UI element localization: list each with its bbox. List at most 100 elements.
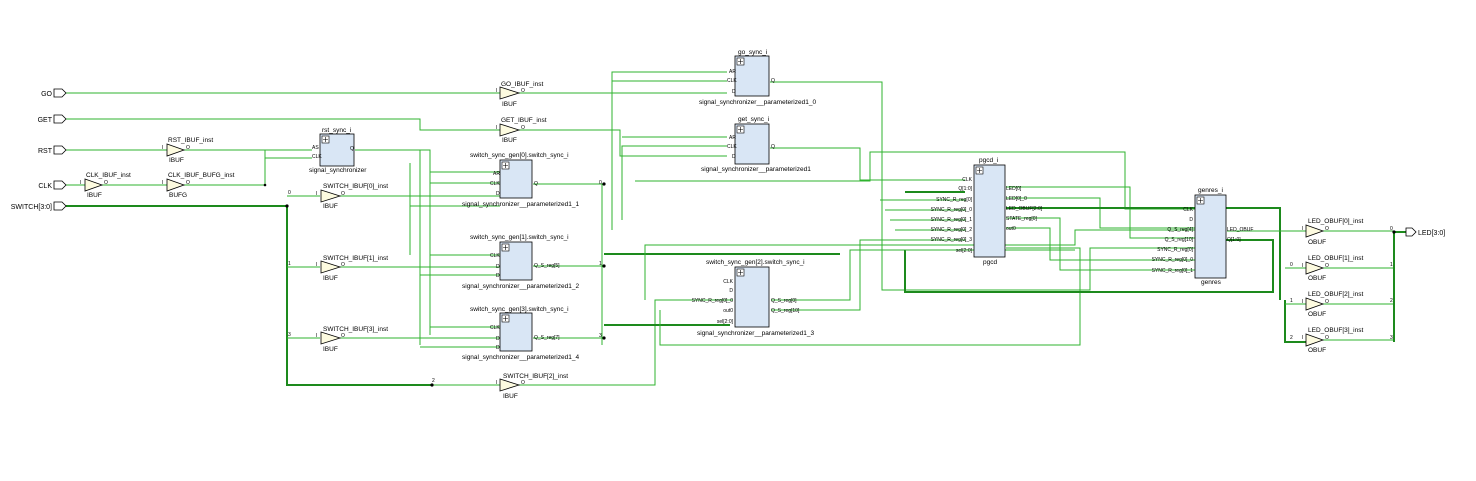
led1-obuf[interactable]: LED_OBUF[1]_inst OBUF xyxy=(1305,255,1363,282)
svg-text:O: O xyxy=(341,333,345,339)
svg-text:sel[2:0]: sel[2:0] xyxy=(717,319,734,325)
rst-ibuf[interactable]: RST_IBUF_inst IBUF xyxy=(166,137,213,164)
svg-text:Q_S_reg[5]: Q_S_reg[5] xyxy=(534,263,560,269)
switch2-ibuf[interactable]: SWITCH_IBUF[2]_inst IBUF xyxy=(499,373,568,400)
svg-text:D: D xyxy=(732,154,736,160)
svg-text:2: 2 xyxy=(432,378,435,384)
rst-ibuf-name: RST_IBUF_inst xyxy=(168,137,213,144)
pgcd-type: pgcd xyxy=(983,259,997,266)
svg-text:0: 0 xyxy=(288,190,291,196)
svg-text:D: D xyxy=(732,89,736,95)
svg-text:I: I xyxy=(496,125,497,131)
clk-bufg-name: CLK_IBUF_BUFG_inst xyxy=(168,172,235,179)
svg-text:D: D xyxy=(496,191,500,197)
svg-text:CLK: CLK xyxy=(727,78,737,84)
svg-text:Q_S_reg[10]: Q_S_reg[10] xyxy=(771,308,800,314)
go-sync-cell[interactable]: go_sync_i AR CLK D Q signal_synchronizer… xyxy=(699,49,816,106)
port-get[interactable]: GET xyxy=(38,114,67,124)
port-go[interactable]: GO xyxy=(41,88,67,98)
get-sync-cell[interactable]: get_sync_i AR CLK D Q signal_synchronize… xyxy=(701,116,811,173)
svg-text:STATE_reg[0]: STATE_reg[0] xyxy=(1006,216,1038,222)
genres-cell[interactable]: genres_i CLK D Q_S_reg[4] Q_S_reg[10] SY… xyxy=(1152,187,1254,286)
led2-obuf-type: OBUF xyxy=(1308,311,1326,318)
pgcd-name: pgcd_i xyxy=(979,157,998,164)
go-sync-name: go_sync_i xyxy=(738,49,767,56)
svg-text:I: I xyxy=(1302,226,1303,232)
svg-text:Q: Q xyxy=(771,144,775,150)
svg-text:D: D xyxy=(496,264,500,270)
switch0-ibuf[interactable]: SWITCH_IBUF[0]_inst IBUF xyxy=(320,183,388,210)
switch-sync-1-cell[interactable]: switch_sync_gen[1].switch_sync_i CLK D D… xyxy=(462,234,579,290)
led3-obuf[interactable]: LED_OBUF[3]_inst OBUF xyxy=(1305,327,1363,354)
svg-text:O: O xyxy=(521,88,525,94)
svg-text:SYNC_R_reg[0]: SYNC_R_reg[0] xyxy=(1157,247,1193,253)
led3-obuf-type: OBUF xyxy=(1308,347,1326,354)
svg-text:out0: out0 xyxy=(723,308,733,314)
port-get-label: GET xyxy=(38,117,53,124)
svg-text:2: 2 xyxy=(1390,298,1393,304)
port-rst[interactable]: RST xyxy=(38,145,67,155)
clk-ibuf[interactable]: CLK_IBUF_inst IBUF xyxy=(84,172,131,199)
port-clk[interactable]: CLK xyxy=(38,180,67,190)
svg-text:I: I xyxy=(496,380,497,386)
go-ibuf-type: IBUF xyxy=(502,101,517,108)
get-ibuf[interactable]: GET_IBUF_inst IBUF xyxy=(499,117,547,144)
svg-text:SYNC_R_reg[0]_1: SYNC_R_reg[0]_1 xyxy=(931,217,973,223)
switch-sync-2-type: signal_synchronizer__parameterized1_3 xyxy=(697,330,814,337)
svg-text:LED[0]: LED[0] xyxy=(1006,186,1022,192)
svg-text:O: O xyxy=(186,145,190,151)
svg-text:D: D xyxy=(496,336,500,342)
switch-sync-1-name: switch_sync_gen[1].switch_sync_i xyxy=(470,234,569,241)
switch3-ibuf-name: SWITCH_IBUF[3]_inst xyxy=(323,326,388,333)
led2-obuf[interactable]: LED_OBUF[2]_inst OBUF xyxy=(1305,291,1363,318)
port-switch[interactable]: SWITCH[3:0] xyxy=(11,201,67,211)
switch-sync-2-name: switch_sync_gen[2].switch_sync_i xyxy=(706,259,805,266)
clk-ibuf-type: IBUF xyxy=(87,192,102,199)
svg-text:I: I xyxy=(316,191,317,197)
switch-sync-2-cell[interactable]: switch_sync_gen[2].switch_sync_i CLK D S… xyxy=(692,259,815,337)
svg-text:3: 3 xyxy=(288,332,291,338)
pgcd-cell[interactable]: pgcd_i CLK Q[1:0] SYNC_R_reg[0] SYNC_R_r… xyxy=(931,157,1043,266)
get-ibuf-type: IBUF xyxy=(502,137,517,144)
switch0-ibuf-name: SWITCH_IBUF[0]_inst xyxy=(323,183,388,190)
svg-text:Q[1:0]: Q[1:0] xyxy=(958,186,972,192)
svg-text:O: O xyxy=(1325,263,1329,269)
led1-obuf-type: OBUF xyxy=(1308,275,1326,282)
svg-text:LED[0]_0: LED[0]_0 xyxy=(1006,196,1027,202)
svg-text:D: D xyxy=(496,273,500,279)
svg-text:CLK: CLK xyxy=(727,144,737,150)
switch1-ibuf[interactable]: SWITCH_IBUF[1]_inst IBUF xyxy=(320,255,388,282)
svg-text:I: I xyxy=(316,262,317,268)
clk-bufg[interactable]: CLK_IBUF_BUFG_inst BUFG xyxy=(166,172,235,199)
go-ibuf-name: GO_IBUF_inst xyxy=(501,81,543,88)
svg-text:O: O xyxy=(1325,299,1329,305)
svg-text:CLK: CLK xyxy=(1183,207,1193,213)
switch3-ibuf[interactable]: SWITCH_IBUF[3]_inst IBUF xyxy=(320,326,388,353)
svg-text:AS: AS xyxy=(312,145,319,151)
svg-text:1: 1 xyxy=(288,261,291,267)
switch2-ibuf-type: IBUF xyxy=(503,393,518,400)
port-clk-label: CLK xyxy=(38,183,52,190)
port-rst-label: RST xyxy=(38,148,53,155)
port-switch-label: SWITCH[3:0] xyxy=(11,204,52,211)
port-led[interactable]: LED[3:0] xyxy=(1405,227,1445,237)
svg-text:3: 3 xyxy=(1390,335,1393,341)
svg-text:I: I xyxy=(496,88,497,94)
svg-text:LED_OBUF[2:0]: LED_OBUF[2:0] xyxy=(1006,206,1043,212)
led0-obuf-type: OBUF xyxy=(1308,239,1326,246)
led0-obuf[interactable]: LED_OBUF[0]_inst OBUF xyxy=(1305,218,1363,246)
svg-text:out0: out0 xyxy=(1006,226,1016,232)
switch-sync-0-cell[interactable]: switch_sync_gen[0].switch_sync_i AR CLK … xyxy=(462,152,579,208)
svg-text:1: 1 xyxy=(1390,262,1393,268)
rst-sync-name: rst_sync_i xyxy=(322,127,351,134)
genres-type: genres xyxy=(1201,279,1222,286)
svg-text:2: 2 xyxy=(1290,335,1293,341)
clk-bufg-type: BUFG xyxy=(169,192,187,199)
go-ibuf[interactable]: GO_IBUF_inst IBUF xyxy=(499,81,543,108)
svg-text:LED_OBUF: LED_OBUF xyxy=(1227,227,1253,233)
svg-text:CLK: CLK xyxy=(312,154,322,160)
switch-sync-3-cell[interactable]: switch_sync_gen[3].switch_sync_i CLK D D… xyxy=(462,306,579,361)
rst-sync-cell[interactable]: rst_sync_i AS CLK Q signal_synchronizer xyxy=(309,127,367,174)
svg-text:I: I xyxy=(1302,299,1303,305)
get-ibuf-name: GET_IBUF_inst xyxy=(501,117,547,124)
